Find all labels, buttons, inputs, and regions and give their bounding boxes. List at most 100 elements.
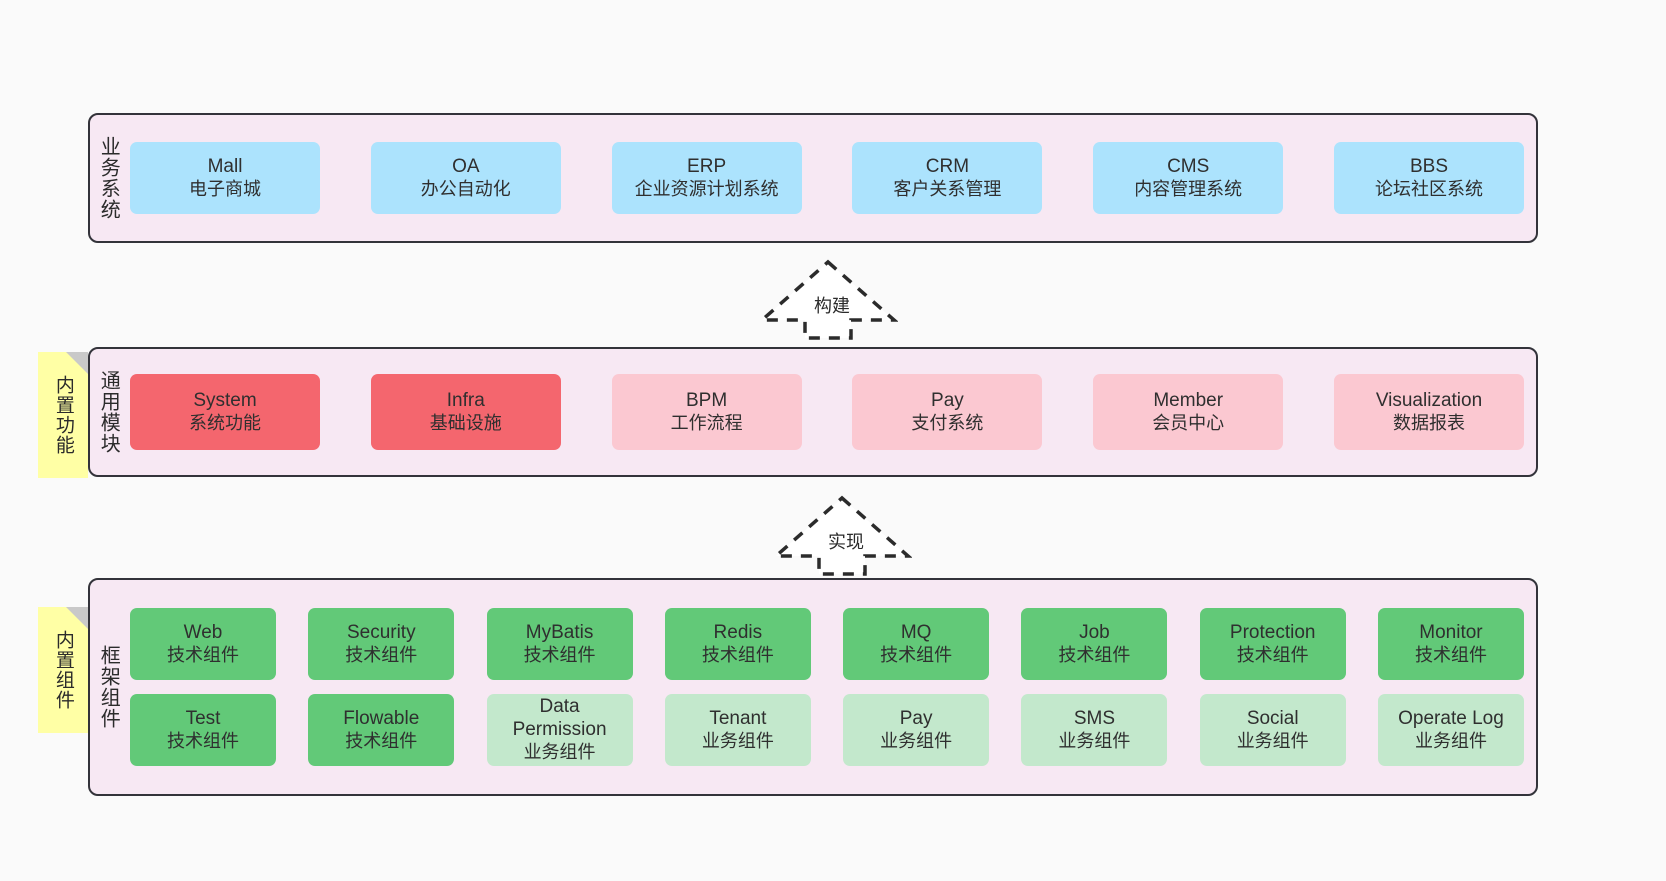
module-card-name: BBS xyxy=(1409,155,1448,177)
component-card-test[interactable]: Test 技术组件 xyxy=(130,694,276,766)
component-card-name: Security xyxy=(346,621,416,643)
component-card-sms[interactable]: SMS 业务组件 xyxy=(1021,694,1168,766)
component-card-tenant[interactable]: Tenant 业务组件 xyxy=(664,694,811,766)
component-card-mybatis[interactable]: MyBatis 技术组件 xyxy=(486,608,633,680)
component-card-redis[interactable]: Redis 技术组件 xyxy=(664,608,811,680)
module-card-sub: 系统功能 xyxy=(189,412,261,433)
card-row: Test 技术组件 Flowable 技术组件 Data Permission … xyxy=(130,694,1524,766)
sticky-note-builtin-component: 内置组件 xyxy=(38,607,88,733)
component-card-name: MyBatis xyxy=(525,621,594,643)
module-card-name: Mall xyxy=(207,155,243,177)
component-card-data-permission[interactable]: Data Permission 业务组件 xyxy=(486,694,633,766)
component-card-web[interactable]: Web 技术组件 xyxy=(130,608,276,680)
component-card-sub: 业务组件 xyxy=(701,730,774,751)
component-card-name: Monitor xyxy=(1419,621,1483,643)
layer-business-system: 业务系统 Mall 电子商城 OA 办公自动化 ERP 企业资源计划系统 CRM… xyxy=(88,113,1538,243)
component-card-name: Redis xyxy=(713,621,763,643)
layer-business-system-body: Mall 电子商城 OA 办公自动化 ERP 企业资源计划系统 CRM 客户关系… xyxy=(126,115,1536,241)
component-card-mq[interactable]: MQ 技术组件 xyxy=(843,608,990,680)
component-card-operate-log[interactable]: Operate Log 业务组件 xyxy=(1377,694,1524,766)
module-card-name: CMS xyxy=(1167,155,1210,177)
component-card-name: Job xyxy=(1079,621,1110,643)
component-card-name: Social xyxy=(1246,707,1299,729)
module-card-name: CRM xyxy=(925,155,970,177)
module-card-name: Infra xyxy=(446,389,485,411)
card-row: System 系统功能 Infra 基础设施 BPM 工作流程 Pay 支付系统… xyxy=(130,374,1524,450)
card-row: Mall 电子商城 OA 办公自动化 ERP 企业资源计划系统 CRM 客户关系… xyxy=(130,142,1524,214)
sticky-note-builtin-function: 内置功能 xyxy=(38,352,88,478)
component-card-flowable[interactable]: Flowable 技术组件 xyxy=(308,694,455,766)
module-card-sub: 电子商城 xyxy=(189,178,261,199)
module-card-bbs[interactable]: BBS 论坛社区系统 xyxy=(1333,142,1524,214)
module-card-sub: 论坛社区系统 xyxy=(1374,178,1483,199)
module-card-name: Visualization xyxy=(1375,389,1483,411)
module-card-name: ERP xyxy=(687,155,727,177)
module-card-mall[interactable]: Mall 电子商城 xyxy=(130,142,320,214)
module-card-name: OA xyxy=(452,155,480,177)
component-card-sub: 业务组件 xyxy=(880,730,953,751)
connector-implement: 实现 xyxy=(772,494,912,578)
component-card-name: Flowable xyxy=(343,707,420,729)
component-card-social[interactable]: Social 业务组件 xyxy=(1199,694,1346,766)
component-card-pay[interactable]: Pay 业务组件 xyxy=(843,694,990,766)
component-card-sub: 技术组件 xyxy=(167,730,239,751)
layer-framework-component-title: 框架组件 xyxy=(97,645,120,729)
component-card-name: Data Permission xyxy=(512,696,607,741)
component-card-security[interactable]: Security 技术组件 xyxy=(308,608,455,680)
component-card-job[interactable]: Job 技术组件 xyxy=(1021,608,1168,680)
module-card-sub: 支付系统 xyxy=(911,412,984,433)
component-card-sub: 业务组件 xyxy=(1414,730,1487,751)
component-card-sub: 技术组件 xyxy=(1414,644,1487,665)
module-card-infra[interactable]: Infra 基础设施 xyxy=(370,374,561,450)
module-card-name: BPM xyxy=(686,389,728,411)
connector-build: 构建 xyxy=(758,258,898,342)
component-card-name: Test xyxy=(185,707,221,729)
module-card-member[interactable]: Member 会员中心 xyxy=(1093,374,1284,450)
module-card-sub: 企业资源计划系统 xyxy=(634,178,779,199)
component-card-sub: 技术组件 xyxy=(1236,644,1309,665)
component-card-sub: 技术组件 xyxy=(880,644,953,665)
layer-common-module-body: System 系统功能 Infra 基础设施 BPM 工作流程 Pay 支付系统… xyxy=(126,349,1536,475)
module-card-bpm[interactable]: BPM 工作流程 xyxy=(611,374,802,450)
module-card-oa[interactable]: OA 办公自动化 xyxy=(370,142,561,214)
module-card-sub: 内容管理系统 xyxy=(1134,178,1243,199)
component-card-name: SMS xyxy=(1073,707,1115,729)
connector-implement-label: 实现 xyxy=(828,532,864,552)
module-card-sub: 办公自动化 xyxy=(420,178,511,199)
layer-framework-component-body: Web 技术组件 Security 技术组件 MyBatis 技术组件 Redi… xyxy=(126,580,1536,794)
component-card-sub: 业务组件 xyxy=(1058,730,1131,751)
module-card-name: Pay xyxy=(931,389,964,411)
component-card-sub: 技术组件 xyxy=(345,730,418,751)
layer-framework-component: 框架组件 Web 技术组件 Security 技术组件 MyBatis 技术组件… xyxy=(88,578,1538,796)
module-card-crm[interactable]: CRM 客户关系管理 xyxy=(852,142,1043,214)
component-card-name: Tenant xyxy=(709,707,767,729)
module-card-system[interactable]: System 系统功能 xyxy=(130,374,320,450)
note-fold-corner-icon xyxy=(66,607,88,629)
layer-business-system-title: 业务系统 xyxy=(97,136,120,220)
note-fold-corner-icon xyxy=(66,352,88,374)
component-card-name: Pay xyxy=(899,707,933,729)
component-card-sub: 技术组件 xyxy=(345,644,418,665)
component-card-protection[interactable]: Protection 技术组件 xyxy=(1199,608,1346,680)
module-card-erp[interactable]: ERP 企业资源计划系统 xyxy=(611,142,802,214)
connector-build-arrow-icon xyxy=(758,259,898,340)
connector-implement-arrow-icon xyxy=(772,495,912,576)
module-card-sub: 客户关系管理 xyxy=(893,178,1002,199)
component-card-sub: 技术组件 xyxy=(167,644,239,665)
module-card-pay[interactable]: Pay 支付系统 xyxy=(852,374,1043,450)
component-card-sub: 技术组件 xyxy=(701,644,774,665)
card-row: Web 技术组件 Security 技术组件 MyBatis 技术组件 Redi… xyxy=(130,608,1524,680)
module-card-sub: 工作流程 xyxy=(670,412,743,433)
component-card-sub: 业务组件 xyxy=(1236,730,1309,751)
module-card-visualization[interactable]: Visualization 数据报表 xyxy=(1333,374,1524,450)
layer-common-module-title: 通用模块 xyxy=(97,370,120,454)
module-card-name: Member xyxy=(1153,389,1224,411)
layer-common-module: 通用模块 System 系统功能 Infra 基础设施 BPM 工作流程 Pay… xyxy=(88,347,1538,477)
module-card-cms[interactable]: CMS 内容管理系统 xyxy=(1093,142,1284,214)
sticky-note-label: 内置功能 xyxy=(52,375,74,455)
component-card-name: Web xyxy=(183,621,223,643)
module-card-sub: 数据报表 xyxy=(1392,412,1465,433)
component-card-monitor[interactable]: Monitor 技术组件 xyxy=(1377,608,1524,680)
component-card-name: Protection xyxy=(1229,621,1316,643)
